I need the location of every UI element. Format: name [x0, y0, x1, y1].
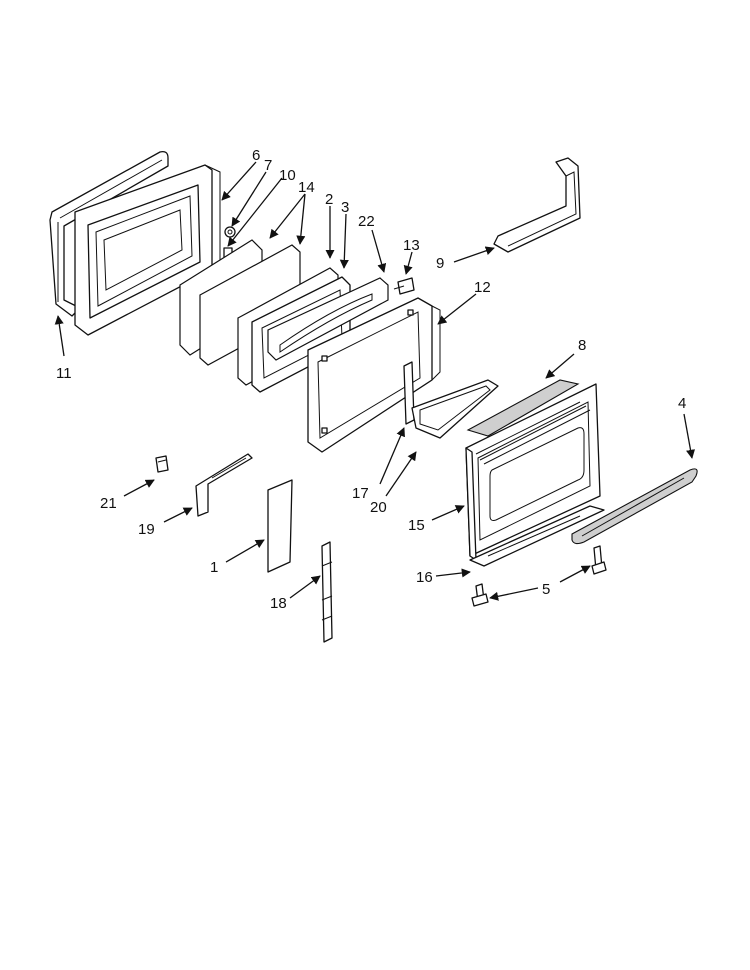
callout-label-20: 20 [370, 499, 387, 516]
callout-label-1: 1 [210, 559, 218, 576]
callout-label-10: 10 [279, 167, 296, 184]
part-screw-13 [393, 277, 415, 295]
part-insulation-1 [267, 479, 293, 573]
part-strip-17 [403, 361, 415, 425]
part-outer-door-8 [466, 379, 580, 437]
part-vent-trim-9 [493, 157, 581, 253]
callout-label-4: 4 [678, 395, 686, 412]
callout-label-8: 8 [578, 337, 586, 354]
callout-label-12: 12 [474, 279, 491, 296]
part-door-gasket [49, 150, 169, 317]
part-hinge-bracket-19 [195, 453, 253, 517]
callout-label-2: 2 [325, 191, 333, 208]
callout-label-13: 13 [403, 237, 420, 254]
part-glass-22 [267, 277, 389, 361]
callout-label-11: 11 [56, 365, 72, 382]
callout-label-7: 7 [264, 157, 272, 174]
part-hinge-18 [321, 541, 333, 643]
part-door-frame-12 [307, 297, 441, 453]
part-screw-5b [471, 583, 489, 607]
callout-label-15: 15 [408, 517, 425, 534]
part-inner-door-liner [74, 164, 221, 336]
callout-label-17: 17 [352, 485, 369, 502]
part-screw-5a [591, 545, 607, 575]
callout-labels: 6 7 10 14 2 3 22 13 9 12 8 4 11 17 20 15… [56, 147, 686, 612]
part-screw-7 [224, 226, 236, 238]
part-bottom-trim-16 [469, 505, 605, 567]
callout-label-18: 18 [270, 595, 287, 612]
callout-label-19: 19 [138, 521, 155, 538]
callout-label-3: 3 [341, 199, 349, 216]
callout-label-9: 9 [436, 255, 444, 272]
callout-label-6: 6 [252, 147, 260, 164]
part-bracket-21 [155, 455, 169, 473]
callout-label-5: 5 [542, 581, 550, 598]
callout-leaders [54, 161, 696, 601]
part-window-gasket-20 [411, 379, 499, 439]
callout-label-16: 16 [416, 569, 433, 586]
callout-label-21: 21 [100, 495, 117, 512]
part-door-handle-4 [571, 468, 698, 545]
callout-label-14: 14 [298, 179, 315, 196]
callout-label-22: 22 [358, 213, 375, 230]
